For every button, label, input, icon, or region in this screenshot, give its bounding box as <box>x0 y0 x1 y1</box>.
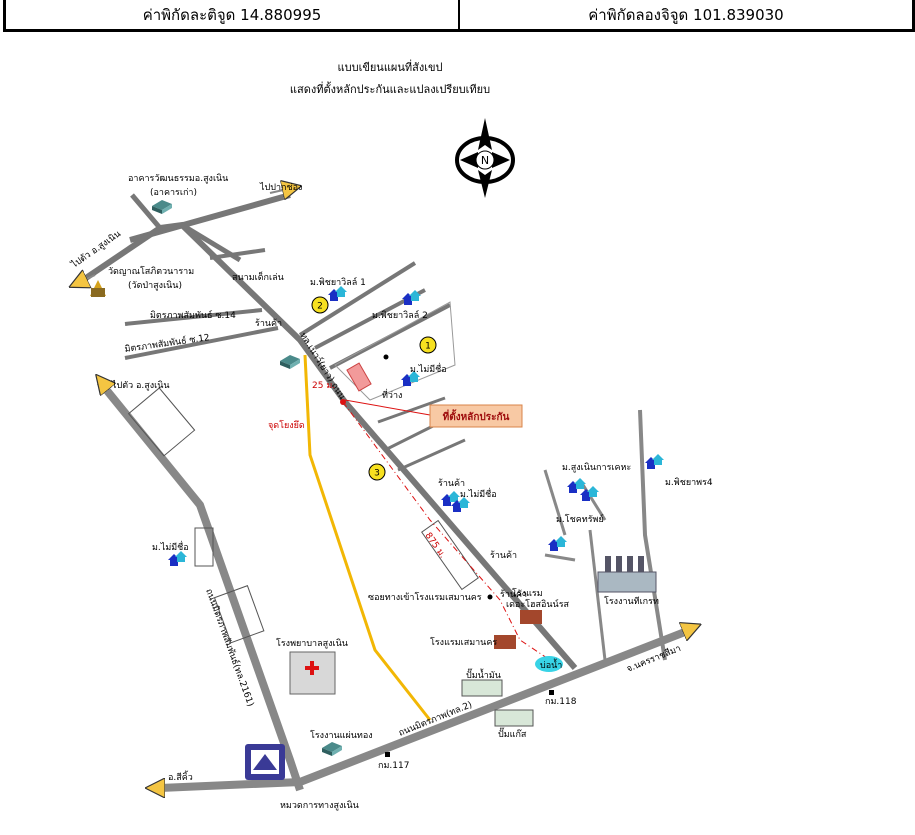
svg-text:2: 2 <box>317 302 323 312</box>
label-factory: โรงงานทีเกรท <box>604 596 659 607</box>
latitude-cell: ค่าพิกัดละติจูด 14.880995 <box>142 5 322 24</box>
svg-text:3: 3 <box>374 469 380 479</box>
label-village-pichaya4: ม.พิชยาพร4 <box>665 477 713 488</box>
direction-arrow <box>78 188 692 788</box>
temple-icon <box>90 280 106 297</box>
map-subtitle: แสดงที่ตั้งหลักประกันและแปลงเปรียบเทียบ <box>289 83 491 96</box>
label-village-noname1: ม.ไม่มีชื่อ <box>410 362 447 375</box>
label-shop-2: ร้านค้า <box>438 478 465 489</box>
svg-text:N: N <box>481 154 489 167</box>
label-hotel-2: โรงแรมเสมานคร <box>430 637 497 648</box>
road-network <box>78 192 692 792</box>
label-shop-1: ร้านค้า <box>255 318 282 329</box>
label-to-sikhio: อ.สีคิ้ว <box>168 770 193 783</box>
yellow-route <box>303 354 432 721</box>
label-village-pichaya1: ม.พิชยาวิลล์ 1 <box>310 276 366 288</box>
label-village-noname2: ม.ไม่มีชื่อ <box>460 487 497 500</box>
label-village-baan: ม.สูงเนินการเคหะ <box>562 462 631 473</box>
number-marker-3: 3 <box>368 463 386 481</box>
label-village-kok: ม.โชคทรัพย์ <box>556 513 604 525</box>
collateral-callout: ที่ตั้งหลักประกัน <box>429 404 523 428</box>
map-labels: อาคารวัฒนธรรมอ.สูงเนิน (อาคารเก่า) ไปปาก… <box>69 173 713 811</box>
label-to-sungnoen: ไปตัว อ.สูงเนิน <box>69 228 123 271</box>
hatch-marks <box>127 387 479 644</box>
label-shop-3: ร้านค้า <box>490 550 517 561</box>
km-post-icon <box>385 690 554 757</box>
north-arrow-icon: N <box>455 118 515 198</box>
parcel-area <box>334 301 456 401</box>
label-dist-25: 25 ม. <box>312 381 335 391</box>
label-pond: บ่อน้ำ <box>540 658 562 671</box>
label-mittraphap14: มิตรภาพสัมพันธ์ ซ.14 <box>150 309 236 321</box>
gas-station-icon <box>461 679 534 727</box>
label-gas-2: ปั๊มแก๊ส <box>498 727 527 740</box>
label-hotel-1-sub: เดอะโฮสอินน์รส <box>506 598 570 610</box>
label-shop-4: ร้านค้า <box>500 589 527 600</box>
label-culture-building: อาคารวัฒนธรรมอ.สูงเนิน <box>128 173 228 184</box>
label-temple: วัดญาณโสภิตวนาราม <box>108 266 194 277</box>
route-line <box>342 401 551 661</box>
label-highway-office: หมวดการทางสูงเนิน <box>280 800 359 811</box>
label-hospital: โรงพยาบาลสูงเนิน <box>276 638 348 649</box>
label-hotel-1: โรงแรม <box>512 588 543 599</box>
hotel-icon <box>494 610 542 649</box>
number-marker-2: 2 <box>311 296 329 314</box>
label-village-pichaya2: ม.พิชยาวิลล์ 2 <box>372 309 428 321</box>
factory-icon <box>597 556 657 593</box>
svg-text:1: 1 <box>425 342 431 352</box>
label-culture-building-sub: (อาคารเก่า) <box>150 188 197 198</box>
hospital-icon <box>289 651 336 695</box>
label-soi-hotel: ซอยทางเข้าโรงแรมเสมานคร <box>368 592 482 603</box>
label-temple-sub: (วัดป่าสูงเนิน) <box>128 280 182 291</box>
label-field: สนามเด็กเล่น <box>232 270 284 283</box>
highway-office-logo <box>245 744 285 780</box>
map-title: แบบเขียนแผนที่สังเขป <box>337 61 443 74</box>
label-to-pakchong: ไปปากช่อง <box>259 182 302 193</box>
longitude-cell: ค่าพิกัดลองจิจูด 101.839030 <box>458 0 912 29</box>
label-km117: กม.117 <box>378 761 409 771</box>
number-marker-1: 1 <box>419 336 437 354</box>
coordinate-bar: ค่าพิกัดละติจูด 14.880995 ค่าพิกัดลองจิจ… <box>3 0 915 32</box>
label-junction: จุดโยงยึด <box>268 420 305 431</box>
label-dist-875: 875 ม. <box>423 531 448 560</box>
pond-shape <box>535 656 563 672</box>
junction-point <box>340 399 346 405</box>
label-to-sungnoen-2: ไปตัว อ.สูงเนิน <box>111 380 170 391</box>
label-factory-2: โรงงานแผ่นทอง <box>310 730 373 741</box>
label-village-noname3: ม.ไม่มีชื่อ <box>152 540 189 553</box>
label-gas-1: ปั๊มน้ำมัน <box>466 668 501 681</box>
label-vacant: ที่ว่าง <box>382 388 402 401</box>
svg-text:ที่ตั้งหลักประกัน: ที่ตั้งหลักประกัน <box>443 409 510 423</box>
label-km118: กม.118 <box>545 697 577 707</box>
